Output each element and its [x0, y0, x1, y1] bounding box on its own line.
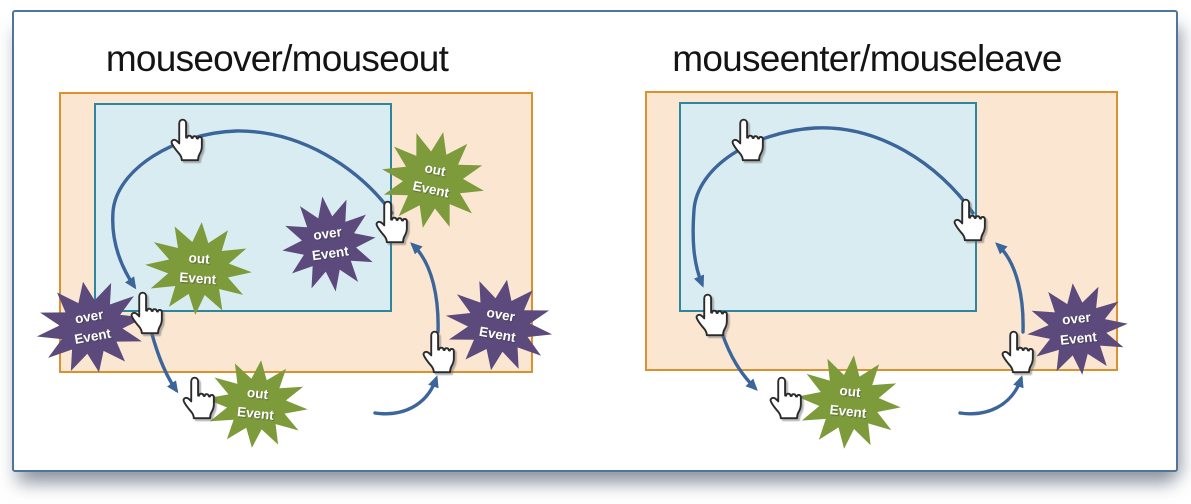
- burst-label-line: out: [246, 385, 269, 403]
- panel-title-mouseover-mouseout: mouseover/mouseout: [105, 38, 449, 79]
- hand-cursor-icon: [693, 293, 735, 341]
- hand-cursor-icon: [180, 376, 222, 424]
- hand-cursor-icon: [168, 118, 210, 166]
- burst-label-line: Event: [411, 178, 451, 201]
- hand-cursor-icon: [767, 376, 809, 424]
- hand-cursor-icon: [128, 291, 170, 339]
- burst-label-line: Event: [311, 243, 350, 264]
- burst-label-line: Event: [828, 402, 868, 421]
- mouseover-inner-element-box: [94, 103, 392, 312]
- mouseenter-inner-element-box: [679, 102, 977, 312]
- hand-cursor-icon: [373, 200, 415, 248]
- burst-label-line: Event: [1059, 329, 1098, 348]
- hand-cursor-icon: [420, 330, 462, 378]
- hand-cursor-icon: [999, 330, 1041, 378]
- burst-label-line: Event: [236, 404, 275, 423]
- hand-cursor-icon: [729, 118, 771, 166]
- burst-label-line: Event: [178, 269, 217, 287]
- hand-cursor-icon: [951, 198, 993, 246]
- burst-label-line: out: [188, 249, 211, 267]
- panel-title-mouseenter-mouseleave: mouseenter/mouseleave: [672, 38, 1062, 79]
- burst-label-line: out: [838, 383, 862, 401]
